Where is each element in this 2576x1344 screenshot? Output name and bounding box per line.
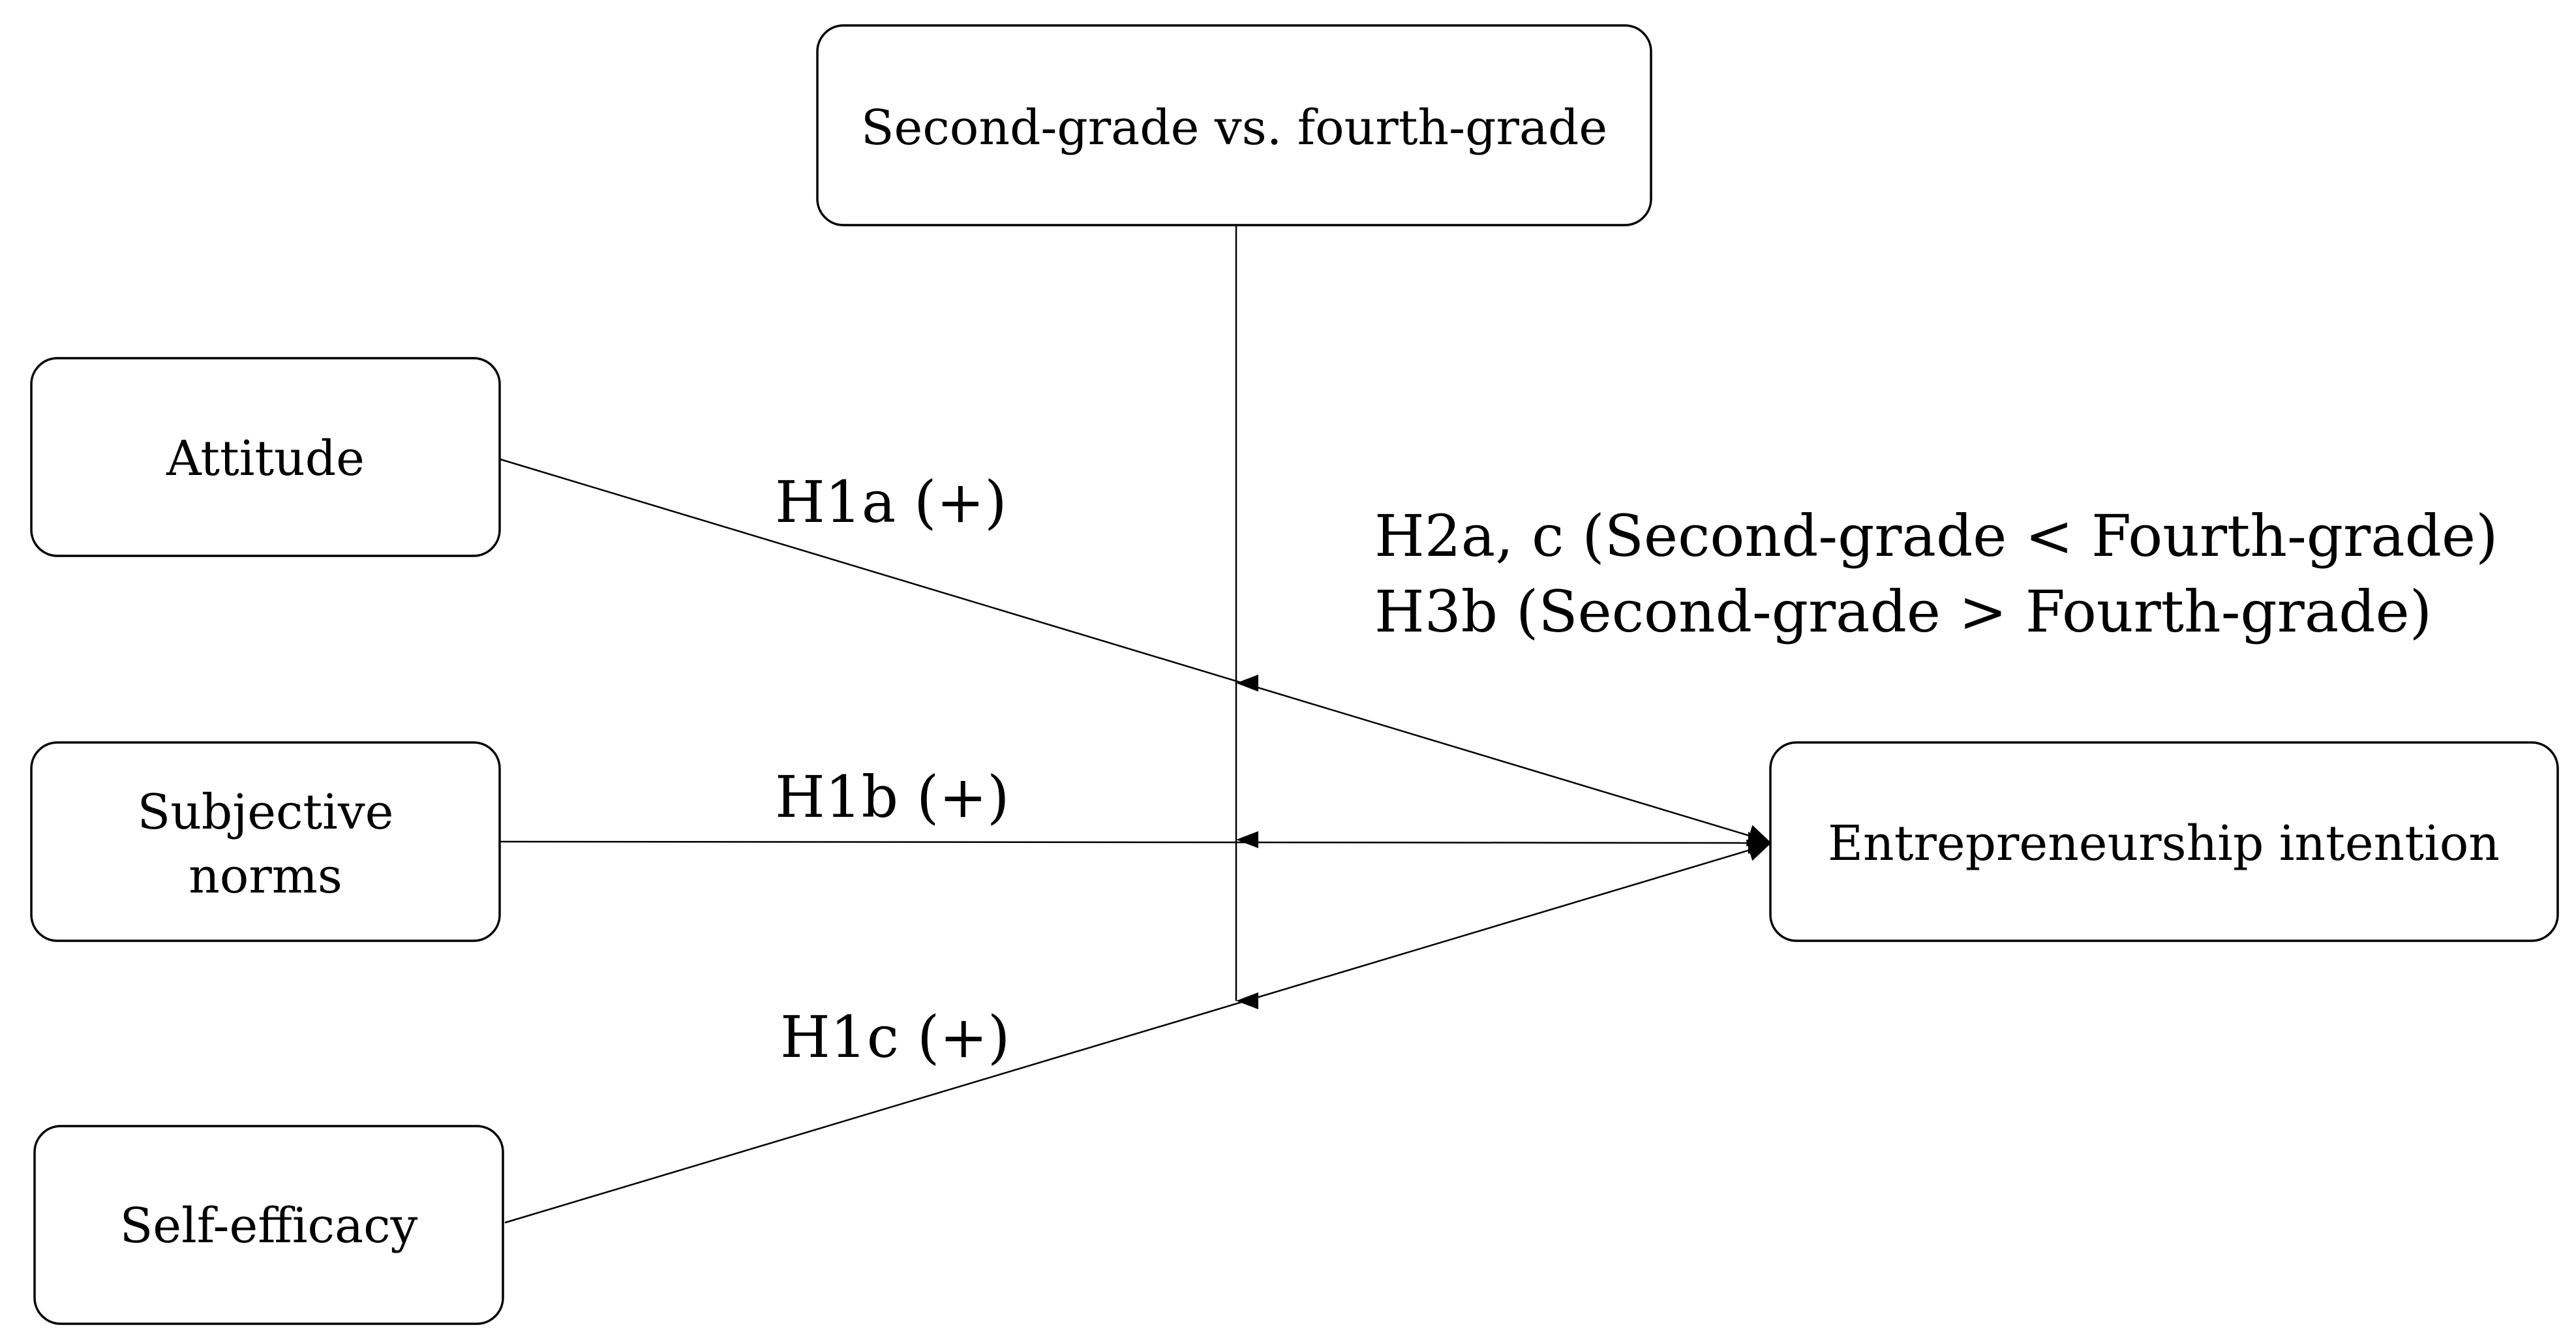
edge-subjective-norms-to-intention: [500, 831, 1770, 854]
node-subjective-norms-label-line1: Subjective: [138, 784, 394, 840]
node-attitude: Attitude: [30, 357, 501, 557]
edge-attitude-to-intention: [500, 458, 1770, 847]
node-entrepreneurship-intention: Entrepreneurship intention: [1769, 741, 2559, 942]
edge-self-efficacy-to-intention: [504, 839, 1770, 1224]
node-moderator-label: Second-grade vs. fourth-grade: [861, 100, 1607, 156]
node-subjective-norms: Subjective norms: [30, 741, 501, 942]
node-entrepreneurship-intention-label: Entrepreneurship intention: [1828, 816, 2500, 872]
node-subjective-norms-label-line2: norms: [189, 848, 342, 904]
node-self-efficacy-label: Self-efficacy: [120, 1198, 418, 1254]
hypothesis-h3-label: H3b (Second-grade > Fourth-grade): [1374, 578, 2432, 645]
hypothesis-h1b-label: H1b (+): [775, 763, 1009, 831]
hypothesis-h1c-label: H1c (+): [780, 1003, 1010, 1071]
node-self-efficacy: Self-efficacy: [33, 1125, 504, 1325]
hypothesis-h2-label: H2a, c (Second-grade < Fourth-grade): [1374, 502, 2498, 570]
node-attitude-label: Attitude: [166, 431, 365, 487]
hypothesis-h1a-label: H1a (+): [775, 468, 1007, 536]
node-moderator: Second-grade vs. fourth-grade: [816, 24, 1652, 226]
